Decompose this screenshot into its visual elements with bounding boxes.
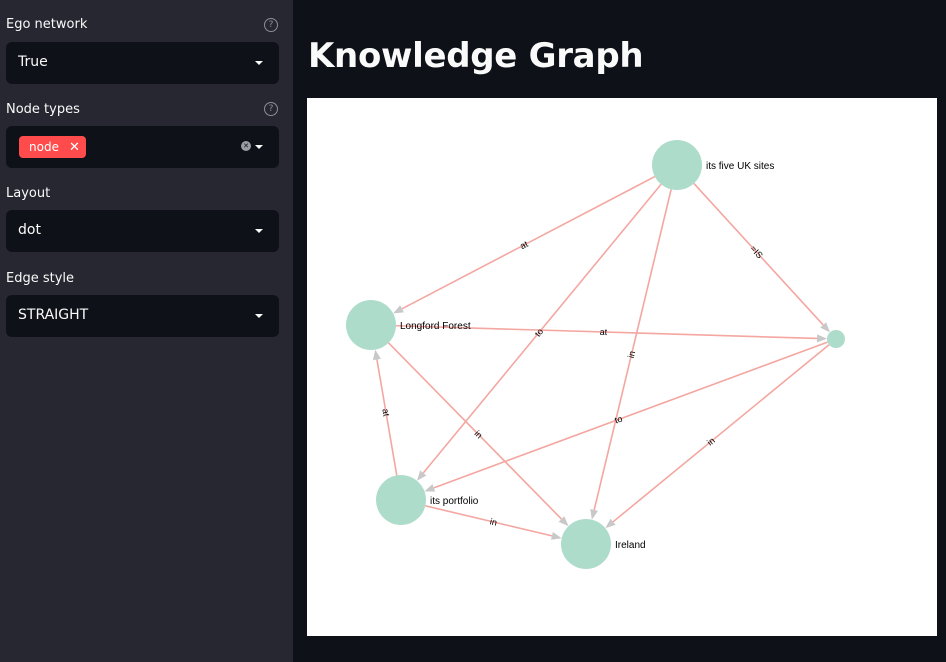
edge-label: in (489, 516, 498, 527)
edge-label: at (518, 239, 530, 252)
edge-label: to (613, 414, 624, 426)
help-circle-icon[interactable]: ? (264, 18, 278, 32)
ego-network-select[interactable]: True (6, 42, 279, 84)
edge-arrowhead (551, 532, 562, 540)
help-circle-icon[interactable]: ? (264, 102, 278, 116)
ego-network-label: Ego network (6, 17, 88, 32)
edge-line[interactable] (612, 344, 830, 523)
edge-label: in (626, 350, 637, 359)
sidebar: Ego network ? True Node types ? node✕ ✕ … (0, 0, 293, 662)
ego-network-value: True (18, 54, 48, 70)
edge-style-select[interactable]: STRAIGHT (6, 295, 279, 337)
edges (372, 175, 830, 540)
edge-line[interactable] (401, 175, 656, 310)
chevron-down-icon[interactable] (255, 61, 263, 65)
edge-arrowhead (372, 349, 381, 361)
chevron-down-icon[interactable] (255, 145, 263, 149)
graph-node[interactable] (827, 330, 845, 348)
graph-node[interactable] (346, 300, 396, 350)
chevron-down-icon[interactable] (255, 314, 263, 318)
edge-arrowhead (820, 322, 830, 333)
edge-line[interactable] (395, 324, 818, 340)
edge-arrowhead (590, 509, 599, 520)
edge-arrowhead (416, 470, 427, 481)
node-types-multiselect[interactable]: node ✕ ✕ (6, 126, 279, 168)
graph-node[interactable] (376, 475, 426, 525)
chevron-down-icon[interactable] (255, 229, 263, 233)
close-icon[interactable]: ✕ (68, 140, 80, 155)
node-type-tag-label: node (29, 140, 59, 154)
edge-line[interactable] (387, 342, 563, 520)
edge-arrowhead (424, 484, 436, 492)
edge-style-value: STRAIGHT (18, 307, 89, 323)
edge-arrowhead (605, 518, 616, 529)
edge-line[interactable] (422, 183, 662, 474)
edge-style-label: Edge style (6, 271, 75, 286)
edge-label: in (705, 435, 717, 447)
layout-value: dot (18, 222, 41, 238)
page-title: Knowledge Graph (308, 36, 644, 76)
edge-label: at (380, 408, 391, 418)
edge-label: at (600, 327, 608, 337)
edge-line[interactable] (593, 189, 672, 511)
node-label: its five UK sites (706, 161, 774, 172)
edge-line[interactable] (376, 359, 398, 476)
clear-circle-icon[interactable]: ✕ (241, 141, 251, 151)
node-label: Ireland (615, 540, 646, 551)
edge-arrowhead (558, 516, 569, 527)
edge-line[interactable] (433, 341, 828, 489)
edge-arrowhead (393, 305, 404, 314)
node-types-label: Node types (6, 102, 80, 117)
edge-arrowhead (816, 334, 828, 343)
layout-select[interactable]: dot (6, 210, 279, 252)
graph-node[interactable] (652, 140, 702, 190)
node-type-tag: node ✕ (19, 136, 86, 158)
layout-label: Layout (6, 186, 51, 201)
node-label: its portfolio (430, 496, 479, 507)
graph-node[interactable] (561, 519, 611, 569)
edge-line[interactable] (425, 505, 553, 537)
node-label: Longford Forest (400, 321, 471, 332)
edge-line[interactable] (693, 182, 824, 326)
